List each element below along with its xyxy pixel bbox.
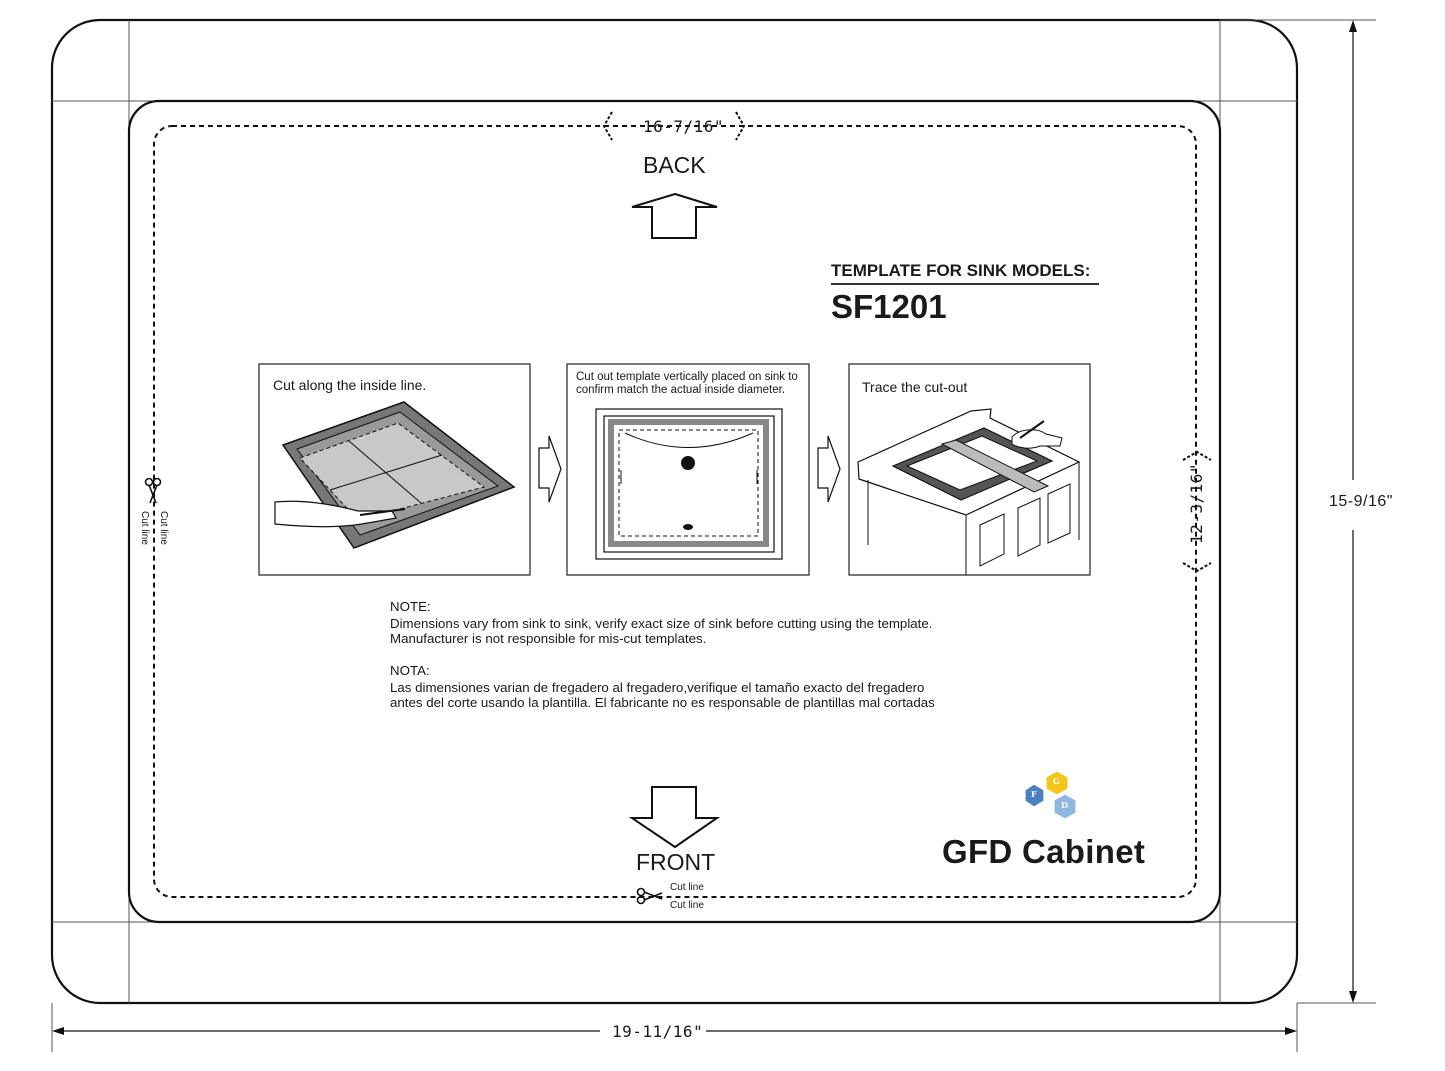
front-label: FRONT <box>636 849 716 875</box>
back-label: BACK <box>643 152 706 178</box>
outer-width-dimension: 19-11/16" <box>612 1022 704 1041</box>
gfd-logo-icon <box>1024 770 1077 820</box>
step-2-illustration <box>595 408 783 560</box>
inner-width-dimension: 16-7/16" <box>643 117 725 136</box>
note-heading: NOTE: <box>390 599 431 614</box>
note-line-2: Manufacturer is not responsible for mis-… <box>390 631 707 646</box>
dim-arrow-down <box>1349 991 1357 1003</box>
chevron-down-icon <box>1182 562 1212 573</box>
scissors-icon-bottom <box>636 887 663 905</box>
step-arrow-2-icon <box>817 435 841 503</box>
nota-line-1: Las dimensiones varian de fregadero al f… <box>390 680 925 695</box>
outer-height-dimension: 15-9/16" <box>1329 493 1393 510</box>
logo-letter-g: G <box>1053 776 1060 786</box>
cut-line-label-left-b: Cut line <box>139 511 150 545</box>
brand-name: GFD Cabinet <box>942 833 1146 870</box>
dashed-cut-line[interactable] <box>153 125 1197 898</box>
front-arrow-icon <box>628 786 721 849</box>
template-title: TEMPLATE FOR SINK MODELS: <box>831 261 1099 285</box>
inner-height-dimension: 12-3/16" <box>1187 462 1206 544</box>
dim-arrow-right <box>1285 1027 1297 1035</box>
outer-board-outline <box>50 18 1299 1005</box>
logo-letter-d: D <box>1061 800 1068 810</box>
nota-line-2: antes del corte usando la plantilla. El … <box>390 695 935 710</box>
back-arrow-icon <box>631 192 718 239</box>
chevron-up-icon <box>1182 450 1212 461</box>
nota-heading: NOTA: <box>390 663 430 678</box>
step-3-label: Trace the cut-out <box>862 379 968 395</box>
dim-arrow-left <box>52 1027 64 1035</box>
step-arrow-1-icon <box>538 435 562 503</box>
cut-line-label-left-a: Cut line <box>158 511 169 545</box>
step-1-label: Cut along the inside line. <box>273 377 427 393</box>
step-2-label: Cut out template vertically placed on si… <box>576 371 798 396</box>
chevron-left-icon <box>602 111 613 141</box>
step-3-illustration <box>857 408 1081 575</box>
cut-line-label-bottom-a: Cut line <box>670 882 704 893</box>
dim-arrow-up <box>1349 20 1357 32</box>
note-line-1: Dimensions vary from sink to sink, verif… <box>390 616 933 631</box>
step-1-illustration <box>274 401 516 549</box>
chevron-right-icon <box>735 111 746 141</box>
model-number: SF1201 <box>831 288 947 325</box>
scissors-icon-left <box>144 477 162 504</box>
cut-line-label-bottom-b: Cut line <box>670 900 704 911</box>
logo-letter-f: F <box>1031 789 1037 799</box>
